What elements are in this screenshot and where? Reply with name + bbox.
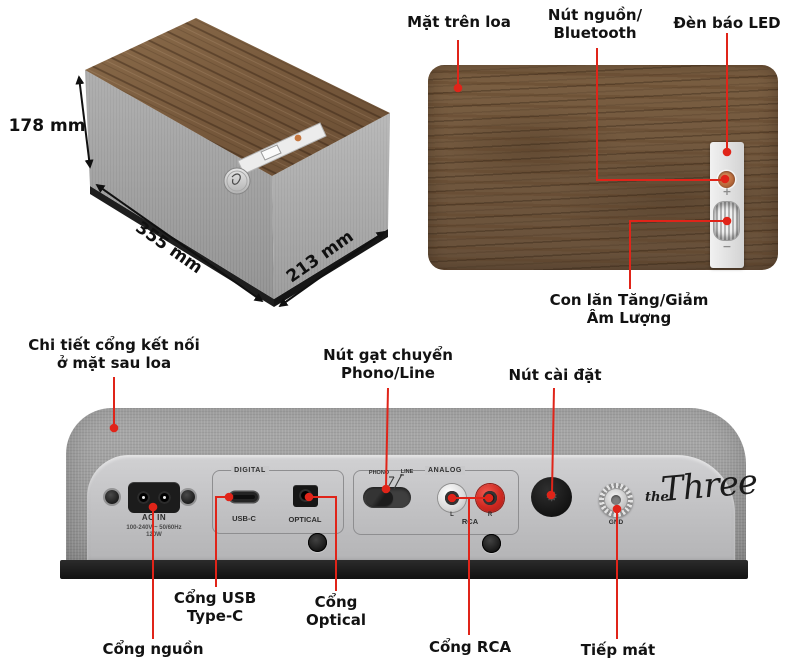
callout-power-port: Cổng nguồn <box>102 640 204 658</box>
analog-section-box: ANALOG <box>353 466 519 535</box>
gear-icon: ⚙ <box>545 489 558 505</box>
rca-label: RCA <box>461 517 479 526</box>
callout-led: Đèn báo LED <box>673 14 781 32</box>
the-three-logo: the Three <box>645 462 759 522</box>
brand-badge <box>223 167 251 195</box>
panel-screw-left <box>105 490 119 504</box>
ac-power-inlet <box>128 482 180 513</box>
optical-label: OPTICAL <box>288 515 322 524</box>
callout-ground: Tiếp mát <box>580 641 656 659</box>
digital-section-box: DIGITAL <box>212 466 344 534</box>
gnd-label: GND <box>608 519 624 526</box>
phono-switch-knob <box>366 489 393 506</box>
height-arrow <box>75 75 94 169</box>
callout-top-face: Mặt trên loa <box>407 13 511 31</box>
ground-terminal <box>599 483 633 517</box>
dim-height-label: 178 mm <box>9 116 86 136</box>
analog-section-label: ANALOG <box>425 466 465 475</box>
rca-l-label: L <box>450 512 454 518</box>
power-button-small <box>294 134 302 142</box>
ac-in-label: AC IN <box>141 513 167 522</box>
callout-power-bluetooth: Nút nguồn/ Bluetooth <box>547 6 643 43</box>
callout-rca-port: Cổng RCA <box>428 638 512 656</box>
usb-c-port <box>230 492 258 502</box>
logo-three-text: Three <box>659 461 759 511</box>
panel-screw-right <box>181 490 195 504</box>
ac-pin-hole <box>158 491 171 504</box>
rca-right-jack <box>476 484 504 512</box>
digital-section-label: DIGITAL <box>231 466 269 475</box>
optical-port <box>293 485 318 507</box>
ac-watt-label: 120W <box>146 532 162 538</box>
depth-arrow <box>278 230 386 308</box>
callout-phono-switch: Nút gạt chuyển Phono/Line <box>323 346 453 383</box>
panel-screw-small <box>308 533 327 552</box>
settings-button: ⚙ <box>531 477 572 517</box>
speaker-body <box>85 18 390 307</box>
top-view-control-strip: + − <box>710 142 744 268</box>
volume-plus-mark: + <box>722 185 732 198</box>
panel-screw-small <box>482 534 501 553</box>
volume-minus-mark: − <box>722 240 732 253</box>
ac-pin-hole <box>137 491 150 504</box>
led-indicator <box>725 151 729 154</box>
badge-script-mark <box>231 173 241 185</box>
rca-left-jack <box>438 484 466 512</box>
callout-volume-roller: Con lăn Tăng/Giảm Âm Lượng <box>549 291 709 328</box>
isometric-speaker-view: 178 mm 355 mm 213 mm <box>9 18 390 308</box>
callout-rear-detail: Chi tiết cổng kết nối ở mặt sau loa <box>28 336 200 373</box>
callout-optical-port: Cổng Optical <box>306 593 366 630</box>
ac-spec-label: 100-240V ~ 50/60Hz <box>126 525 182 531</box>
callout-usb-port: Cổng USB Type-C <box>173 589 257 626</box>
phono-line-switch <box>363 487 411 508</box>
usb-c-label: USB-C <box>232 514 256 523</box>
dimension-arrows <box>75 75 386 308</box>
width-arrow <box>95 183 264 303</box>
callout-settings-button: Nút cài đặt <box>508 366 602 384</box>
rear-base-strip <box>60 560 748 579</box>
optical-hole <box>299 489 312 502</box>
rca-r-label: R <box>487 512 493 518</box>
line-label: LINE <box>400 469 414 475</box>
volume-rocker <box>260 144 282 161</box>
volume-roller <box>714 202 739 240</box>
logo-the-text: the <box>645 490 669 505</box>
phono-label: PHONO <box>368 470 390 476</box>
